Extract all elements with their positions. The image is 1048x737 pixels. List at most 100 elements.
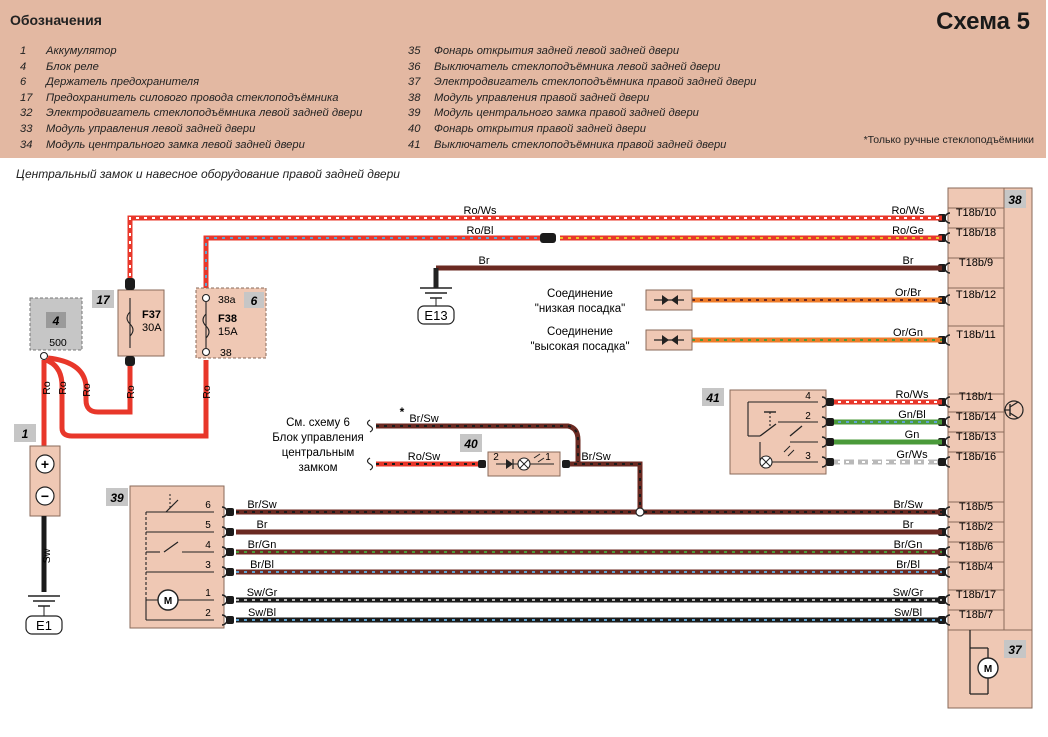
wire-br-sw-40 bbox=[566, 461, 643, 512]
wire-ro-ws bbox=[127, 215, 942, 292]
wire-ro-f38 bbox=[44, 357, 209, 439]
junction-dot bbox=[635, 507, 645, 517]
pin-label: 4 bbox=[805, 391, 811, 402]
wire-label: Br bbox=[903, 255, 914, 267]
relay-4-pin: 500 bbox=[49, 337, 67, 349]
see-scheme-line4: замком bbox=[298, 462, 337, 474]
lamp-40-number: 40 bbox=[463, 437, 478, 451]
wire-label: Ro/Ge bbox=[892, 225, 924, 237]
legend-text: Фонарь открытия задней левой задней двер… bbox=[434, 45, 680, 57]
relay-4-terminal bbox=[39, 351, 49, 361]
wire-label: Sw/Gr bbox=[893, 587, 924, 599]
fuse-f38-in: 38a bbox=[218, 294, 236, 306]
pin-label: T18b/11 bbox=[956, 329, 996, 341]
pin-plug-icon bbox=[226, 528, 234, 536]
wire-label: Br bbox=[903, 519, 914, 531]
legend-number: 40 bbox=[408, 122, 421, 135]
legend-text: Предохранитель силового провода стеклопо… bbox=[46, 91, 339, 104]
wire-label: Br bbox=[257, 519, 268, 531]
pin-label: T18b/12 bbox=[956, 289, 996, 301]
connection-low-value: "низкая посадка" bbox=[535, 303, 625, 315]
wire-ro-f37 bbox=[47, 355, 133, 415]
pin-label: T18b/13 bbox=[956, 431, 996, 443]
see-scheme-line3: центральным bbox=[282, 447, 355, 459]
wire-label: Sw/Bl bbox=[248, 607, 276, 619]
lock-39-contacts-icon bbox=[145, 494, 214, 621]
pin-label: T18b/5 bbox=[959, 501, 993, 513]
motor-37-tag bbox=[1004, 640, 1026, 658]
battery-1-tag bbox=[14, 424, 36, 442]
switch-41-contacts-icon bbox=[747, 401, 818, 469]
legend-text: Электродвигатель стеклоподъёмника правой… bbox=[434, 76, 757, 89]
connector-high-icon bbox=[645, 329, 693, 351]
battery-plus-icon bbox=[35, 454, 55, 474]
wire-label: Br/Sw bbox=[247, 499, 276, 511]
wire-label-vertical: Sw bbox=[41, 548, 53, 563]
pin-plug-icon bbox=[562, 460, 570, 468]
wire-label-vertical: Ro bbox=[201, 385, 213, 399]
lamp-40-icon bbox=[496, 453, 554, 471]
pin-label: T18b/16 bbox=[956, 451, 996, 463]
legend-number: 1 bbox=[20, 45, 27, 57]
legend-number: 17 bbox=[20, 91, 33, 104]
wire-label: Gr/Ws bbox=[896, 449, 928, 461]
legend-text: Блок реле bbox=[46, 60, 99, 73]
legend-number: 35 bbox=[408, 45, 421, 57]
wire-label-vertical: Ro bbox=[57, 381, 69, 395]
wire-stripe bbox=[129, 217, 942, 292]
pin-label: T18b/4 bbox=[959, 561, 993, 573]
switch-41-tag bbox=[702, 388, 724, 406]
pin-label: 2 bbox=[205, 608, 211, 619]
ground-e13-icon bbox=[417, 268, 455, 325]
switch-41-box bbox=[729, 389, 827, 475]
legend-row: 17 Предохранитель силового провода стекло… bbox=[20, 91, 362, 107]
pin-label: T18b/14 bbox=[956, 411, 996, 423]
pin-plug-icon bbox=[478, 460, 486, 468]
fuse-f38-amp: 15A bbox=[218, 326, 238, 338]
pin-label: 2 bbox=[805, 411, 811, 422]
fuse-f38-label: F38 bbox=[218, 313, 237, 325]
pin-label: 1 bbox=[205, 588, 211, 599]
battery-1-number: 1 bbox=[22, 427, 29, 441]
legend-number: 38 bbox=[408, 91, 421, 104]
wire-label: Br/Gn bbox=[894, 539, 923, 551]
relay-4-tag bbox=[46, 312, 66, 328]
fuse-17-tag bbox=[92, 290, 114, 308]
legend-row: 35 Фонарь открытия задней левой задней дв… bbox=[408, 44, 756, 60]
diagram-subtitle: Центральный замок и навесное оборудовани… bbox=[16, 167, 400, 181]
pin-label: 2 bbox=[493, 452, 499, 463]
pin-label: T18b/9 bbox=[959, 257, 993, 269]
wire-label: Ro/Sw bbox=[408, 451, 440, 463]
legend-text: Модуль управления левой задней двери bbox=[46, 122, 256, 135]
ground-e1-label: E1 bbox=[36, 618, 52, 633]
fuse-17-box bbox=[117, 289, 165, 357]
legend-number: 4 bbox=[20, 60, 27, 73]
pin-plug-icon bbox=[226, 568, 234, 576]
pin-label: T18b/18 bbox=[956, 227, 996, 239]
legend-number: 32 bbox=[20, 107, 33, 120]
legend-title: Обозначения bbox=[10, 12, 102, 28]
legend-number: 41 bbox=[408, 138, 421, 151]
wire-label: Br/Sw bbox=[581, 451, 610, 463]
motor-37-number: 37 bbox=[1008, 643, 1023, 657]
wire-label-vertical: Ro bbox=[81, 383, 93, 397]
fuse-holder-6-number: 6 bbox=[251, 294, 258, 308]
legend-number: 34 bbox=[20, 138, 33, 151]
legend-number: 39 bbox=[408, 107, 421, 120]
wire-label: Gn bbox=[905, 429, 920, 441]
connection-high-label: Соединение bbox=[547, 326, 613, 338]
wire-stripe bbox=[205, 237, 548, 294]
fuse-connectors-icon bbox=[125, 233, 556, 366]
wire-stripe bbox=[376, 425, 579, 462]
wire-label: Ro/Bl bbox=[467, 225, 494, 237]
pin-plug-icon bbox=[226, 616, 234, 624]
wire-label: Or/Br bbox=[895, 287, 922, 299]
